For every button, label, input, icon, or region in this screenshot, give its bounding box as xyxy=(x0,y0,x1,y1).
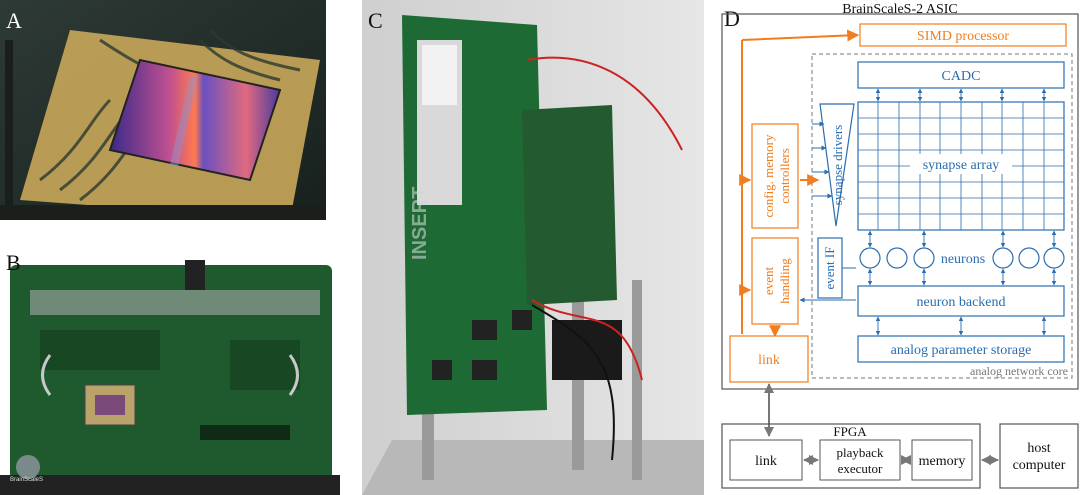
block-diagram: BrainScaleS-2 ASIC analog network core S… xyxy=(721,2,1079,489)
host-computer-block xyxy=(999,423,1079,489)
photo-c: INSERT xyxy=(362,0,704,495)
memory-block xyxy=(911,439,973,481)
fpga-link-label: link xyxy=(755,454,777,469)
fpga-title: FPGA xyxy=(833,424,867,439)
asic-box xyxy=(721,13,1079,390)
synapse-array-label: synapse array xyxy=(923,158,1000,173)
config-memory-label-1: config. memory xyxy=(761,134,776,218)
host-computer-label-2: computer xyxy=(1013,458,1066,473)
neuron-backend-block xyxy=(857,285,1065,317)
analog-core-box xyxy=(811,53,1073,379)
panel-label-d: D xyxy=(724,6,740,31)
orange-control-bus xyxy=(739,29,860,338)
event-if-block xyxy=(817,237,843,299)
panel-label-b: B xyxy=(6,250,21,275)
event-if-label: event IF xyxy=(822,247,837,290)
neurons-label: neurons xyxy=(941,252,985,267)
fpga-link-block xyxy=(729,439,803,481)
board-insert-text: INSERT xyxy=(409,187,431,260)
photo-a xyxy=(0,0,326,220)
column-arrows xyxy=(867,88,1057,336)
event-handling-label-2: handling xyxy=(777,258,792,304)
memory-label: memory xyxy=(919,454,966,469)
analog-core-label: analog network core xyxy=(970,364,1068,378)
playback-executor-label-1: playback xyxy=(837,445,884,460)
analog-parameter-storage-block xyxy=(857,335,1065,363)
playback-executor-label-2: executor xyxy=(838,461,883,476)
analog-parameter-storage-label: analog parameter storage xyxy=(891,343,1032,358)
playback-executor-block xyxy=(819,439,901,481)
asic-link-block xyxy=(729,335,809,383)
synapse-drivers-block xyxy=(819,103,855,227)
neuron-circles xyxy=(859,247,1065,269)
config-memory-label-2: controllers xyxy=(777,148,792,204)
board-logo-text: BrainScaleS xyxy=(10,477,43,483)
panel-label-a: A xyxy=(6,8,22,33)
event-handling-label-1: event xyxy=(761,267,776,296)
asic-link-label: link xyxy=(758,353,780,368)
host-computer-label-1: host xyxy=(1027,441,1050,456)
simd-processor-block xyxy=(859,23,1067,47)
cadc-label: CADC xyxy=(942,69,981,84)
config-memory-block xyxy=(751,123,799,229)
cadc-block xyxy=(857,61,1065,89)
photo-b: BrainScaleS xyxy=(0,245,340,495)
fpga-box xyxy=(721,423,981,489)
synapse-drivers-label: synapse drivers xyxy=(830,125,845,206)
asic-title: BrainScaleS-2 ASIC xyxy=(842,2,958,17)
panel-label-c: C xyxy=(368,8,383,33)
neuron-backend-label: neuron backend xyxy=(916,295,1005,310)
simd-processor-label: SIMD processor xyxy=(917,29,1009,44)
event-handling-block xyxy=(751,237,799,325)
